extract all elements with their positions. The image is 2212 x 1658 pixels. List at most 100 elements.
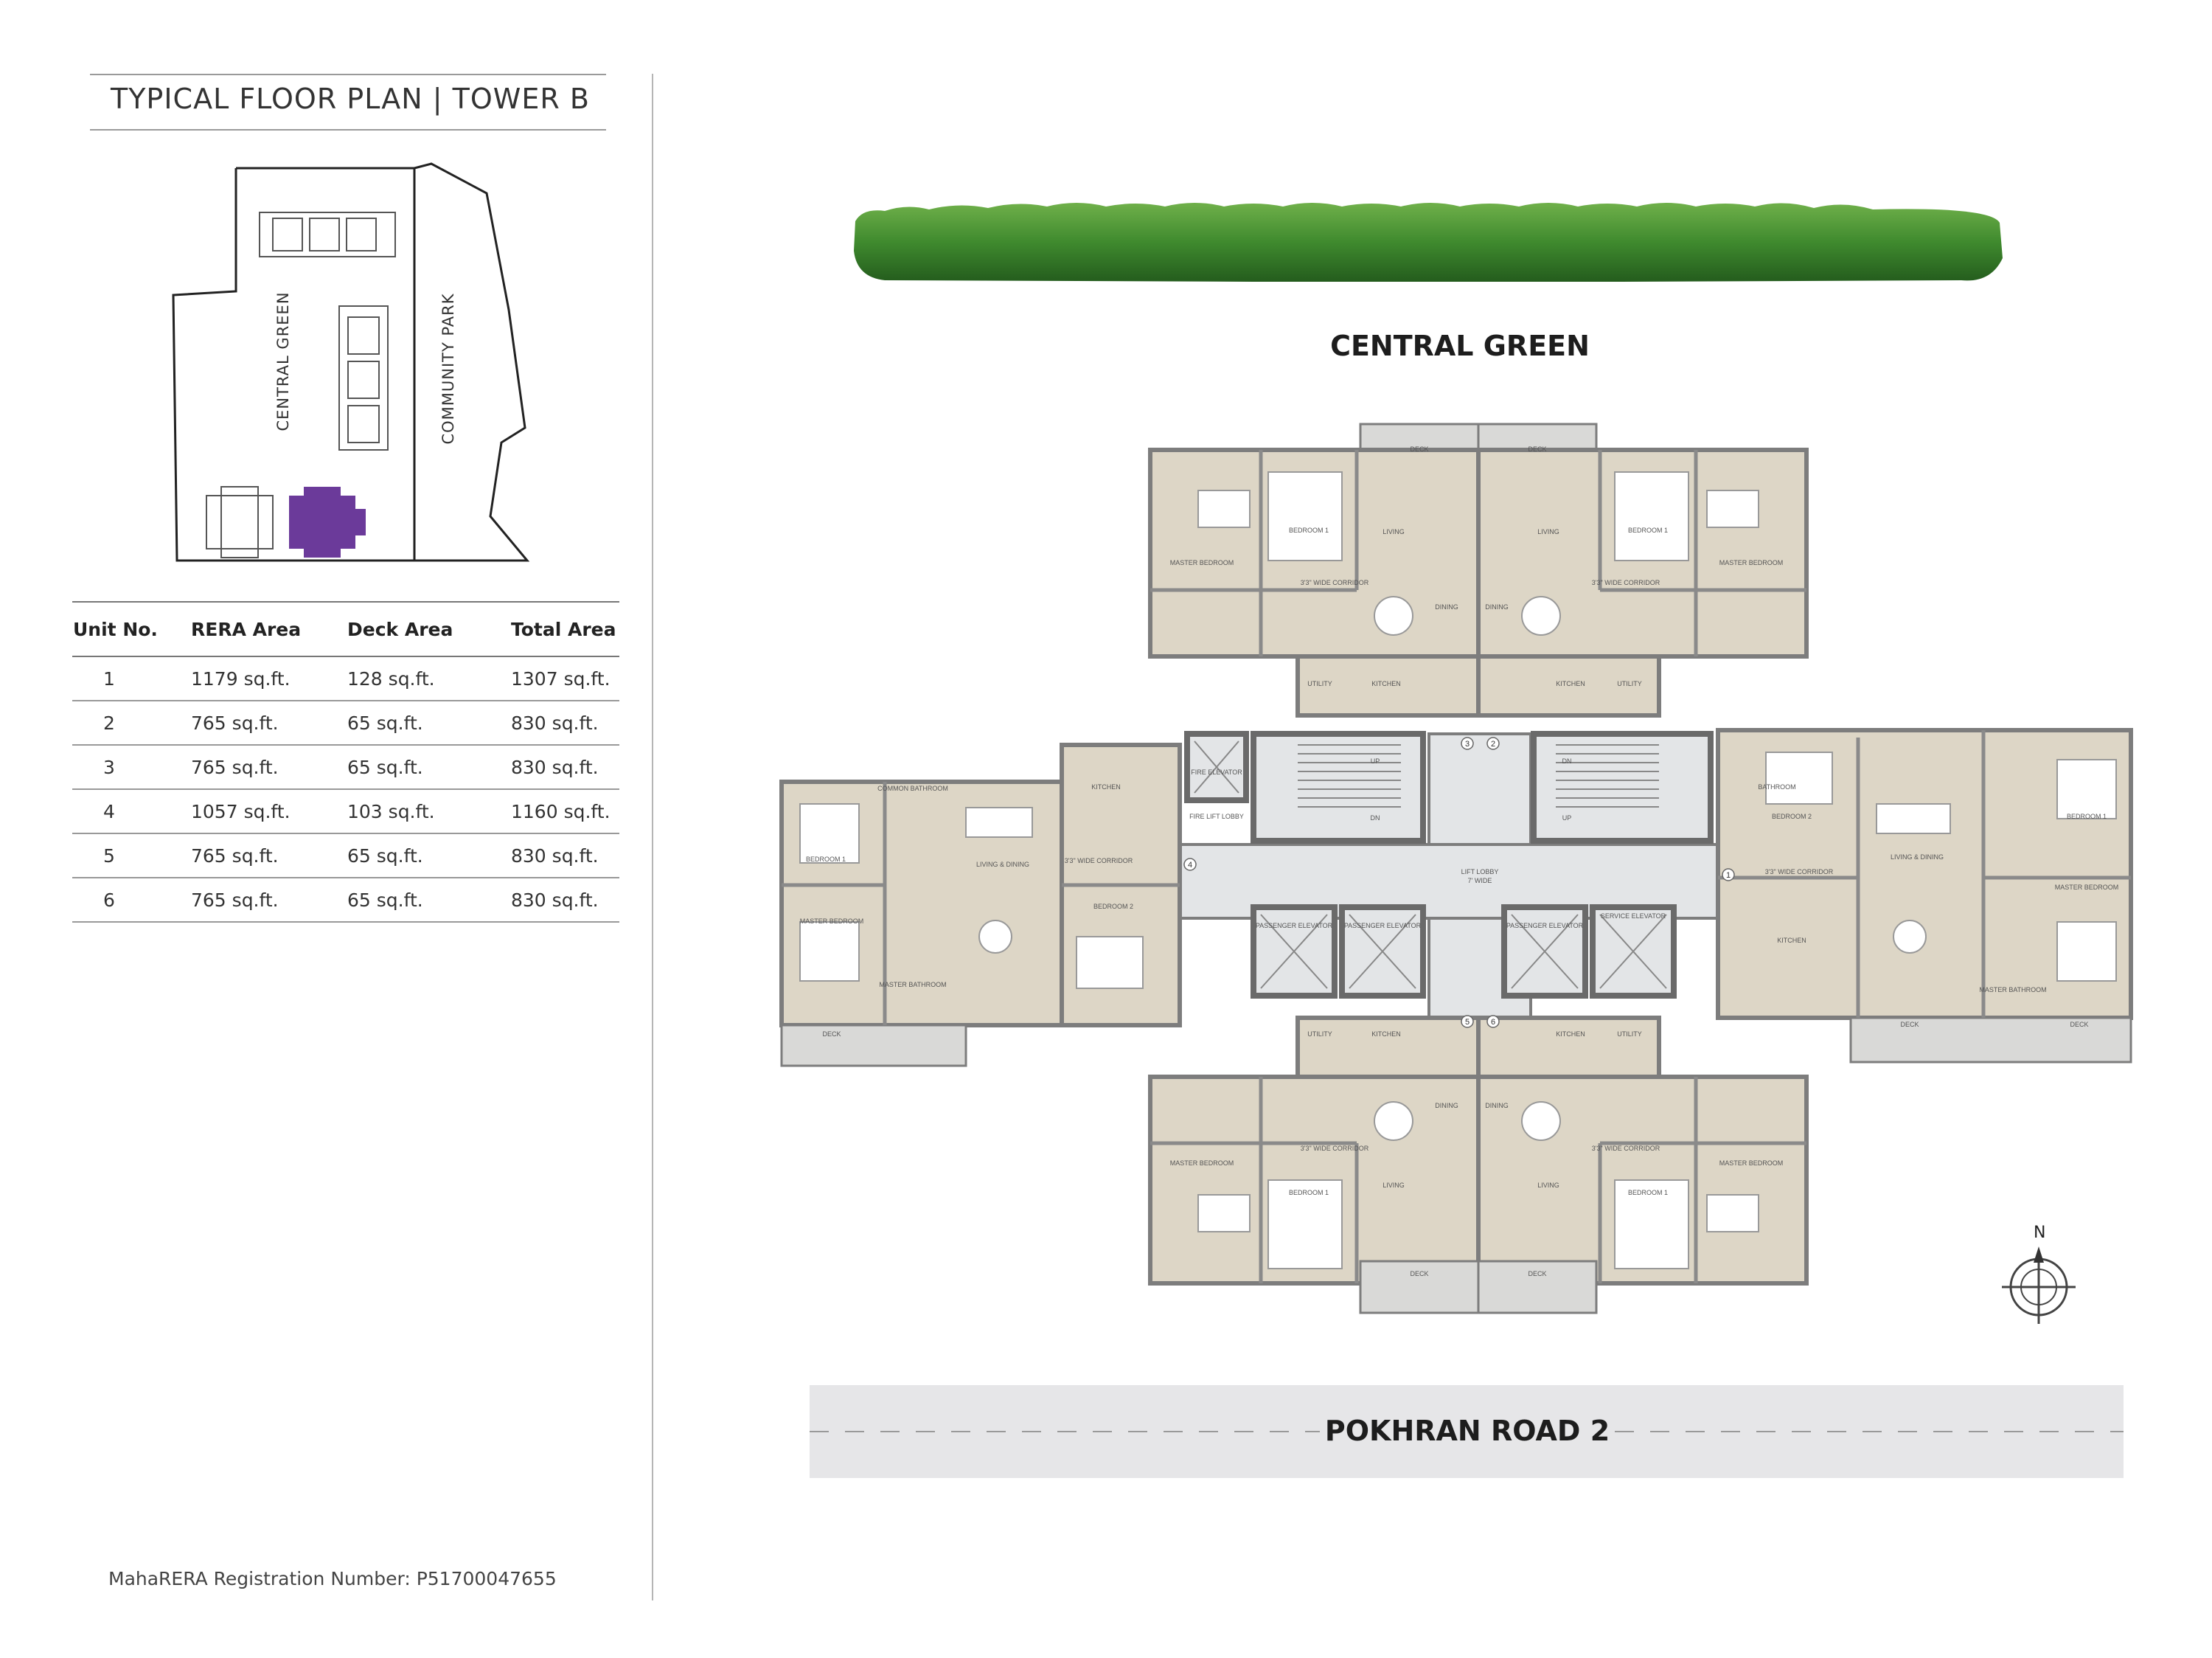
cell-unit: 6 <box>72 878 190 923</box>
label-dining-top-right: DINING <box>1485 603 1509 611</box>
label-lift-lobby-width: 7' WIDE <box>1468 877 1492 884</box>
label-corridor-3: 3'3" WIDE CORRIDOR <box>1301 579 1369 586</box>
cell-total: 830 sq.ft. <box>510 833 619 878</box>
cell-total: 830 sq.ft. <box>510 745 619 790</box>
label-fire-lift-lobby: FIRE LIFT LOBBY <box>1189 813 1244 820</box>
table-row: 2 765 sq.ft. 65 sq.ft. 830 sq.ft. <box>72 701 619 746</box>
unit-marker-4: 4 <box>1188 861 1192 870</box>
label-deck-1-b: DECK <box>2070 1021 2088 1028</box>
key-plan <box>172 162 530 562</box>
label-deck-4: DECK <box>822 1030 841 1038</box>
cell-unit: 2 <box>72 701 190 746</box>
rera-registration: MahaRERA Registration Number: P517000476… <box>108 1568 557 1589</box>
label-corridor-1: 3'3" WIDE CORRIDOR <box>1765 868 1834 875</box>
cell-total: 1307 sq.ft. <box>510 656 619 701</box>
label-utility-3: UTILITY <box>1307 680 1332 687</box>
label-master-bedroom-3: MASTER BEDROOM <box>1170 559 1234 566</box>
label-corridor-2: 3'3" WIDE CORRIDOR <box>1592 579 1660 586</box>
label-kitchen-6: KITCHEN <box>1556 1030 1585 1038</box>
label-kitchen-3: KITCHEN <box>1371 680 1401 687</box>
cell-deck: 103 sq.ft. <box>347 789 510 834</box>
label-living-dining-1: LIVING & DINING <box>1891 853 1944 861</box>
label-master-bedroom-2: MASTER BEDROOM <box>1719 559 1784 566</box>
label-bedroom-1-1: BEDROOM 1 <box>2067 813 2107 820</box>
table-row: 1 1179 sq.ft. 128 sq.ft. 1307 sq.ft. <box>72 656 619 701</box>
road-label: POKHRAN ROAD 2 <box>1324 1415 1610 1447</box>
cell-rera: 1179 sq.ft. <box>190 656 347 701</box>
label-dining-top-left: DINING <box>1435 603 1458 611</box>
cell-unit: 5 <box>72 833 190 878</box>
north-compass-icon <box>2002 1246 2076 1324</box>
unit-1-deck <box>1849 1016 2132 1064</box>
label-common-bathroom-4: COMMON BATHROOM <box>877 785 948 792</box>
label-bedroom-2-4: BEDROOM 2 <box>1093 903 1133 910</box>
label-passenger-elevator-2: PASSENGER ELEVATOR <box>1344 922 1422 929</box>
unit-deck-bottom-left <box>1359 1260 1480 1314</box>
header-total-area: Total Area <box>510 601 619 657</box>
plan-walls-and-floors <box>779 423 2133 1314</box>
label-corridor-6: 3'3" WIDE CORRIDOR <box>1592 1145 1660 1152</box>
header-rera-area: RERA Area <box>190 601 347 657</box>
label-kitchen-1: KITCHEN <box>1777 937 1806 944</box>
title-rule-bottom <box>90 129 606 131</box>
label-service-elevator: SERVICE ELEVATOR <box>1601 912 1666 920</box>
cell-rera: 1057 sq.ft. <box>190 789 347 834</box>
cell-deck: 65 sq.ft. <box>347 701 510 746</box>
key-plan-tower-mid <box>338 305 389 451</box>
cell-total: 830 sq.ft. <box>510 878 619 923</box>
cell-deck: 128 sq.ft. <box>347 656 510 701</box>
label-deck-top-right: DECK <box>1528 445 1546 453</box>
label-kitchen-2: KITCHEN <box>1556 680 1585 687</box>
cell-deck: 65 sq.ft. <box>347 745 510 790</box>
cell-unit: 1 <box>72 656 190 701</box>
unit-deck-bottom-right <box>1477 1260 1598 1314</box>
label-up-left: UP <box>1371 757 1380 765</box>
cell-rera: 765 sq.ft. <box>190 833 347 878</box>
label-bedroom-1-5: BEDROOM 1 <box>1289 1189 1329 1196</box>
hedge <box>854 203 2003 282</box>
table-row: 5 765 sq.ft. 65 sq.ft. 830 sq.ft. <box>72 833 619 878</box>
cell-total: 1160 sq.ft. <box>510 789 619 834</box>
room-labels: LIVING LIVING DINING DINING MASTER BEDRO… <box>800 445 2119 1277</box>
title-rule-top <box>90 74 606 75</box>
cell-unit: 4 <box>72 789 190 834</box>
header-deck-area: Deck Area <box>347 601 510 657</box>
unit-4-deck <box>780 1024 967 1067</box>
unit-markers: 1 2 3 4 5 6 <box>1183 737 1735 1028</box>
label-bedroom-1-2: BEDROOM 1 <box>1628 527 1668 534</box>
key-plan-park-boundary <box>414 162 530 562</box>
label-living-bottom-right: LIVING <box>1537 1182 1559 1189</box>
label-passenger-elevator-1: PASSENGER ELEVATOR <box>1256 922 1333 929</box>
label-deck-1-a: DECK <box>1900 1021 1919 1028</box>
stair-core-right <box>1531 731 1714 844</box>
label-master-bedroom-5: MASTER BEDROOM <box>1170 1159 1234 1167</box>
label-bedroom-2-1: BEDROOM 2 <box>1772 813 1812 820</box>
label-bedroom-1-6: BEDROOM 1 <box>1628 1189 1668 1196</box>
unit-marker-1: 1 <box>1726 871 1731 880</box>
table-header-row: Unit No. RERA Area Deck Area Total Area <box>72 601 619 657</box>
label-fire-elevator: FIRE ELEVATOR <box>1191 769 1242 776</box>
label-living-top-right: LIVING <box>1537 528 1559 535</box>
cell-deck: 65 sq.ft. <box>347 833 510 878</box>
label-lift-lobby: LIFT LOBBY <box>1461 868 1499 875</box>
north-label: N <box>2034 1224 2045 1242</box>
label-dn-left: DN <box>1371 814 1380 822</box>
cell-rera: 765 sq.ft. <box>190 878 347 923</box>
label-utility-6: UTILITY <box>1617 1030 1642 1038</box>
cell-unit: 3 <box>72 745 190 790</box>
label-master-bedroom-6: MASTER BEDROOM <box>1719 1159 1784 1167</box>
label-dn-right: DN <box>1562 757 1572 765</box>
label-living-top-left: LIVING <box>1382 528 1405 535</box>
cell-deck: 65 sq.ft. <box>347 878 510 923</box>
table-row: 6 765 sq.ft. 65 sq.ft. 830 sq.ft. <box>72 878 619 923</box>
header-unit-no: Unit No. <box>72 601 190 657</box>
page-title: TYPICAL FLOOR PLAN | TOWER B <box>111 83 590 115</box>
label-bathroom-1: BATHROOM <box>1758 783 1795 791</box>
unit-marker-3: 3 <box>1465 740 1470 749</box>
stair-core-left <box>1251 731 1426 844</box>
label-living-bottom-left: LIVING <box>1382 1182 1405 1189</box>
cell-rera: 765 sq.ft. <box>190 701 347 746</box>
label-master-bathroom-4: MASTER BATHROOM <box>879 981 946 988</box>
